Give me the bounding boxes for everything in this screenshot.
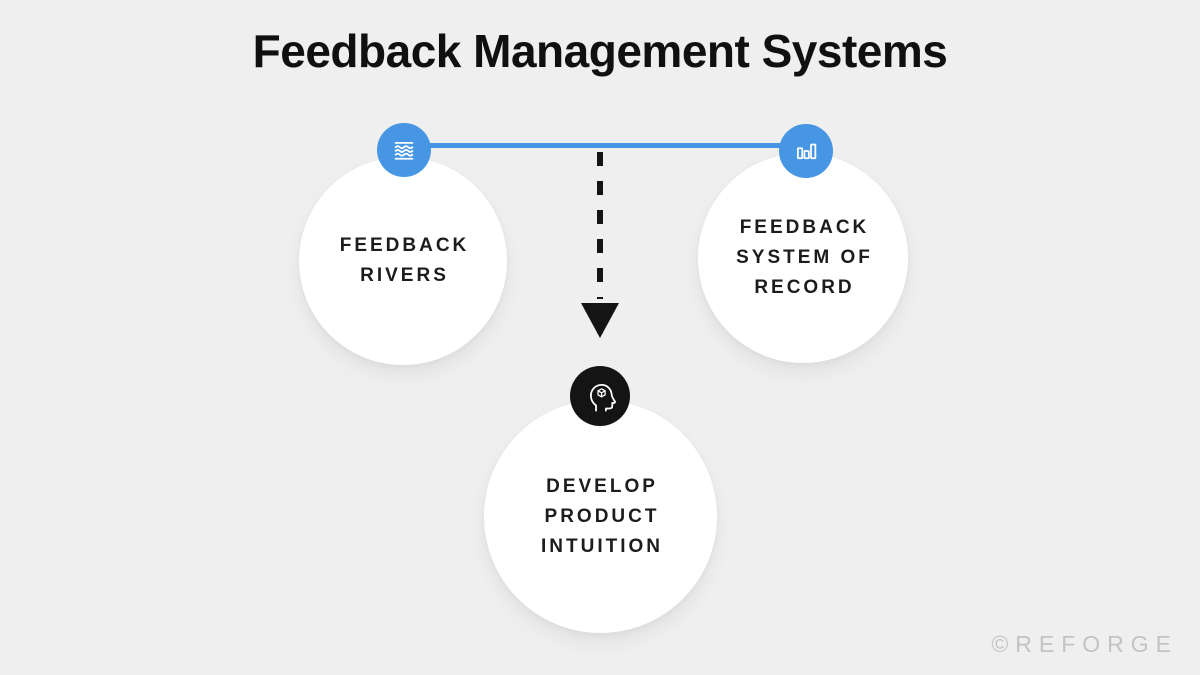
waves-icon — [377, 123, 431, 177]
node-label-line: INTUITION — [541, 535, 663, 557]
waves-icon-glyph — [394, 141, 414, 160]
horizontal-connector-line — [404, 143, 806, 148]
page-title: Feedback Management Systems — [252, 25, 948, 77]
node-feedback-system-of-record: FEEDBACK SYSTEM OF RECORD — [698, 153, 908, 363]
bar-chart-icon — [779, 124, 833, 178]
node-label-line: SYSTEM OF — [736, 247, 873, 268]
node-label-line: FEEDBACK — [739, 217, 870, 238]
node-label-line: DEVELOP — [546, 475, 658, 497]
head-product-icon — [570, 366, 630, 426]
node-label-line: RIVERS — [360, 265, 449, 286]
node-label-line: PRODUCT — [544, 505, 660, 527]
watermark: ©REFORGE — [991, 631, 1178, 657]
node-label: FEEDBACK SYSTEM OF RECORD — [733, 213, 873, 303]
node-feedback-rivers: FEEDBACK RIVERS — [299, 157, 507, 365]
node-develop-product-intuition: DEVELOP PRODUCT INTUITION — [484, 400, 717, 633]
node-label-line: FEEDBACK — [339, 235, 470, 256]
node-label: FEEDBACK RIVERS — [337, 231, 470, 291]
node-label: DEVELOP PRODUCT INTUITION — [538, 472, 663, 562]
head-product-icon-glyph — [590, 384, 616, 412]
node-label-line: RECORD — [754, 277, 855, 298]
dashed-down-arrow — [581, 152, 619, 338]
bar-chart-icon-glyph — [797, 143, 817, 160]
